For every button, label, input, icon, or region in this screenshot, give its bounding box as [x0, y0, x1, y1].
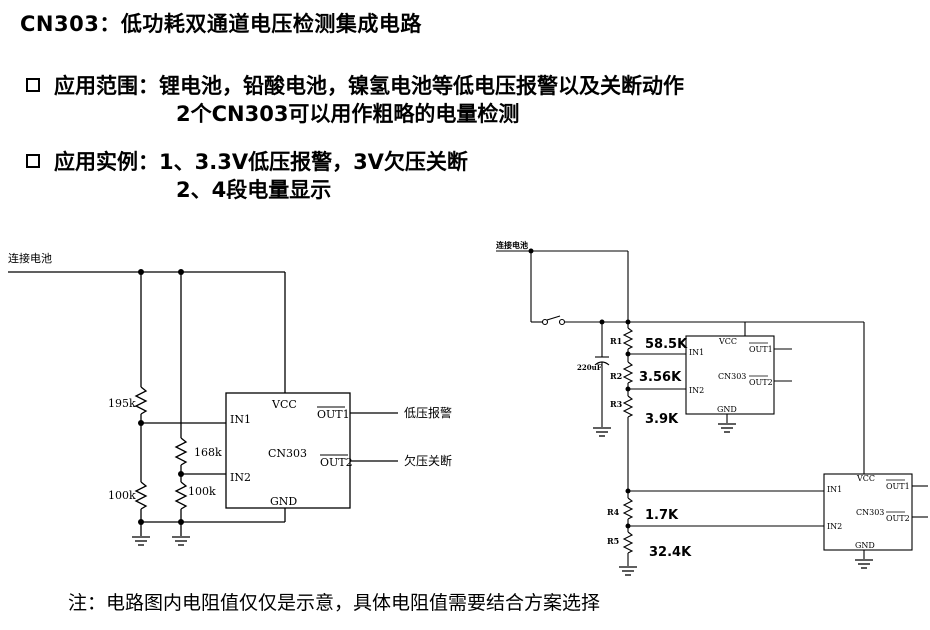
checkbox-bullet-icon	[26, 154, 40, 168]
left-resistor-label: 100k	[188, 485, 216, 498]
ground-icon	[131, 536, 151, 546]
ground-icon	[854, 559, 874, 569]
right-circuit	[496, 250, 928, 566]
right-chip2-pin-in2: IN2	[827, 522, 842, 531]
right-junctions	[528, 248, 631, 529]
checkbox-bullet-icon	[26, 78, 40, 92]
application-range-row: 应用范围：锂电池，铅酸电池，镍氢电池等低电压报警以及关断动作	[26, 70, 684, 100]
right-chip1-pin-in1: IN1	[689, 348, 704, 357]
right-chip1-name: CN303	[718, 372, 746, 381]
right-chip2-pin-out2: OUT2	[886, 514, 910, 523]
ground-icon	[171, 536, 191, 546]
resistor-name: R1	[610, 336, 622, 346]
application-example-row: 应用实例：1、3.3V低压报警，3V欠压关断	[26, 146, 468, 176]
left-resistor-label: 195k	[108, 397, 136, 410]
right-battery-label: 连接电池	[496, 240, 528, 250]
application-range-line1: 锂电池，铅酸电池，镍氢电池等低电压报警以及关断动作	[159, 74, 684, 98]
left-chip-name: CN303	[268, 447, 307, 460]
left-output-label: 欠压关断	[404, 453, 452, 468]
application-range-line2: 2个CN303可以用作粗略的电量检测	[176, 102, 520, 126]
application-example-line2: 2、4段电量显示	[176, 178, 332, 202]
resistor-name: R3	[610, 399, 623, 409]
left-battery-label: 连接电池	[8, 252, 52, 265]
application-example-label: 应用实例：	[54, 150, 159, 174]
left-pin-in1: IN1	[230, 413, 251, 426]
left-junctions	[138, 269, 184, 525]
right-chip2-pin-out1: OUT1	[886, 482, 910, 491]
resistor-value: 32.4K	[649, 545, 692, 560]
ground-icon	[592, 427, 612, 437]
right-chip2-pin-in1: IN1	[827, 485, 842, 494]
left-resistor-label: 100k	[108, 489, 136, 502]
right-chip1-pin-in2: IN2	[689, 386, 704, 395]
right-chip1-pin-out2: OUT2	[749, 378, 773, 387]
footnote: 注：电路图内电阻值仅仅是示意，具体电阻值需要结合方案选择	[68, 592, 601, 614]
application-example-line1: 1、3.3V低压报警，3V欠压关断	[159, 150, 468, 174]
ground-icon	[618, 566, 638, 576]
resistor-value: 58.5K	[645, 337, 688, 352]
left-pin-out1: OUT1	[317, 408, 350, 421]
resistor-name: R2	[610, 371, 622, 381]
right-chip2-pin-vcc: VCC	[856, 474, 875, 483]
right-chip1-pin-out1: OUT1	[749, 345, 773, 354]
application-range-label: 应用范围：	[54, 74, 159, 98]
left-pin-gnd: GND	[270, 495, 297, 508]
right-chip2-name: CN303	[856, 508, 884, 517]
right-chip1-pin-vcc: VCC	[718, 337, 737, 346]
resistor-name: R4	[607, 507, 620, 517]
resistor-value: 3.9K	[645, 412, 679, 427]
ground-icon	[717, 423, 737, 433]
right-chip2-pin-gnd: GND	[855, 541, 875, 550]
left-pin-out2: OUT2	[320, 456, 353, 469]
resistor-name: R5	[607, 536, 619, 546]
left-circuit	[8, 271, 398, 536]
left-pin-in2: IN2	[230, 471, 251, 484]
page-title: CN303：低功耗双通道电压检测集成电路	[20, 12, 422, 36]
left-resistor-label: 168k	[194, 446, 222, 459]
right-chip1-pin-gnd: GND	[717, 405, 737, 414]
left-pin-vcc: VCC	[271, 398, 297, 411]
capacitor-label: 220uF	[577, 363, 602, 372]
resistor-value: 3.56K	[639, 370, 682, 385]
resistor-value: 1.7K	[645, 508, 679, 523]
left-output-label: 低压报警	[404, 405, 452, 420]
